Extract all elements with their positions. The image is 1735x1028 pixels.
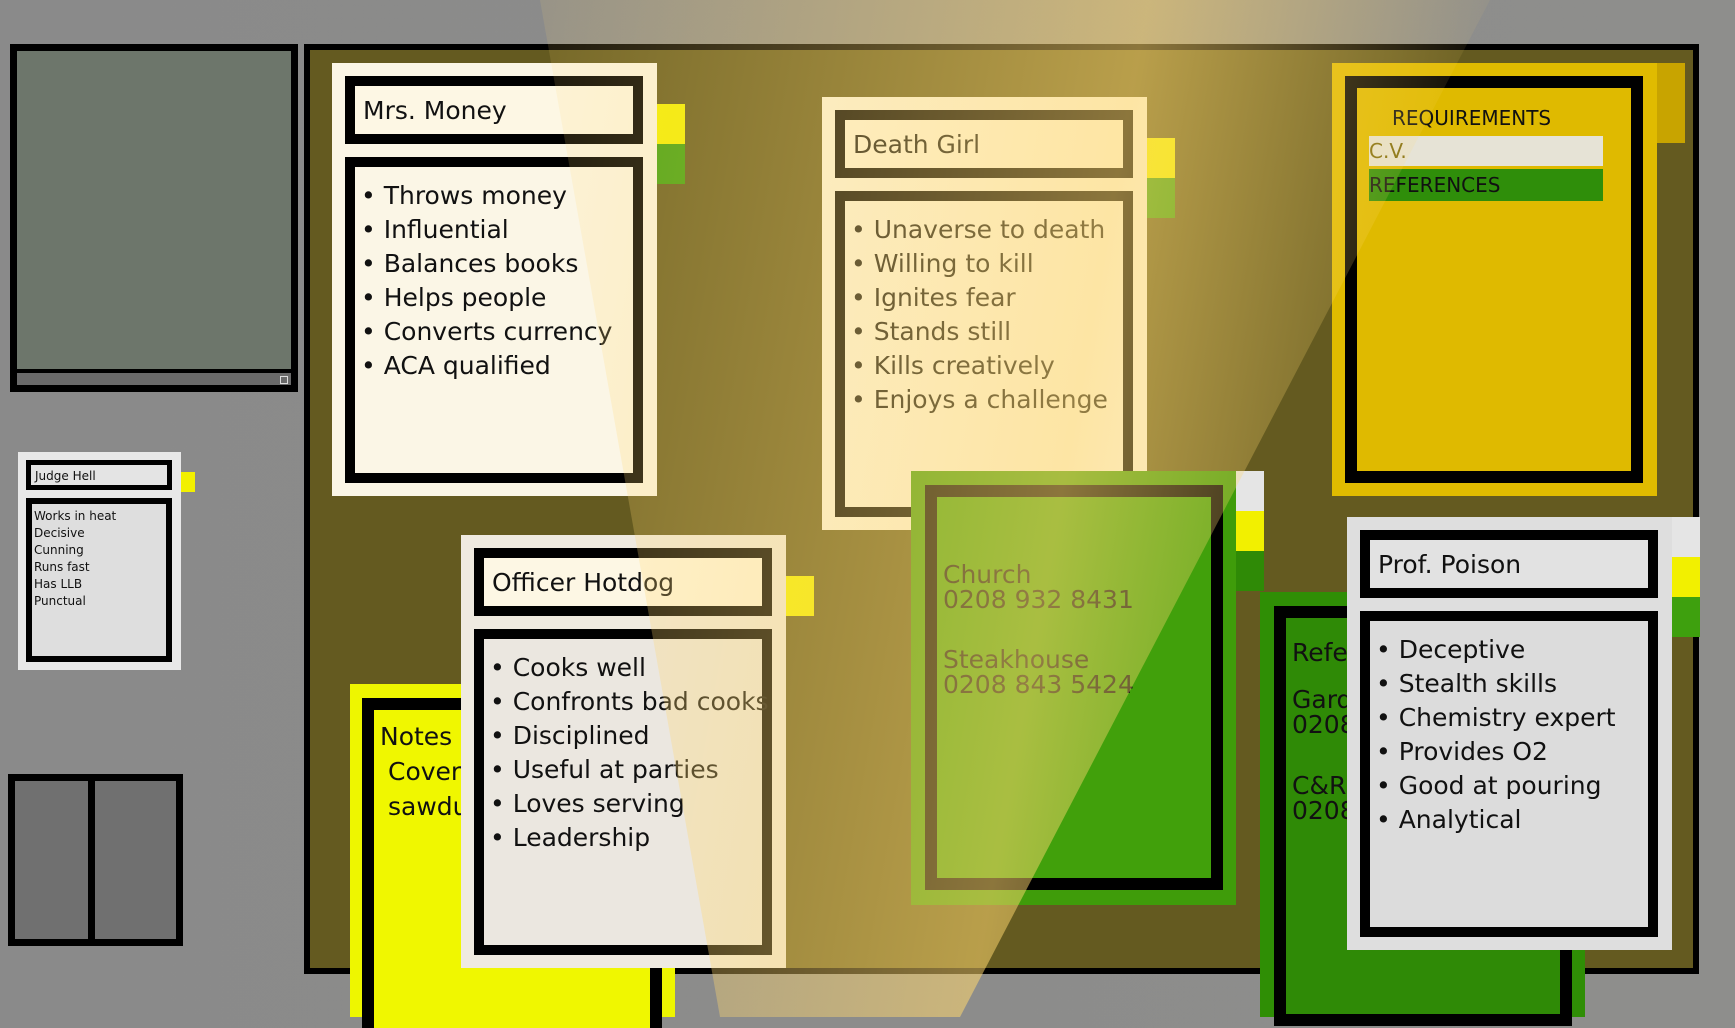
list-item: Deceptive xyxy=(1376,633,1648,667)
list-item: Works in heat xyxy=(34,509,117,523)
judge-hell-title-frame: Judge Hell xyxy=(26,460,172,490)
contacts-tab-yellow[interactable] xyxy=(1236,511,1264,551)
list-item: Helps people xyxy=(361,281,633,315)
notes-line-1: Notes xyxy=(380,722,453,751)
notes-line-3: sawdu xyxy=(388,792,469,821)
officer-hotdog-title-frame: Officer Hotdog xyxy=(474,548,772,616)
officer-hotdog-list: Cooks well Confronts bad cooks Disciplin… xyxy=(484,639,769,855)
mrs-money-body-frame: Throws money Influential Balances books … xyxy=(345,157,643,483)
requirements-card[interactable]: REQUIREMENTS C.V. REFERENCES xyxy=(1332,63,1657,496)
list-item: Leadership xyxy=(490,821,762,855)
list-item: Converts currency xyxy=(361,315,633,349)
judge-hell-list: Works in heat Decisive Cunning Runs fast… xyxy=(32,504,166,610)
list-item: Stands still xyxy=(851,315,1123,349)
mrs-money-tab-green[interactable] xyxy=(657,144,685,184)
list-item: ACA qualified xyxy=(361,349,633,383)
judge-hell-body-frame: Works in heat Decisive Cunning Runs fast… xyxy=(26,498,172,662)
side-window-button[interactable] xyxy=(280,376,288,384)
officer-hotdog-title: Officer Hotdog xyxy=(492,567,675,597)
list-item: Useful at parties xyxy=(490,753,762,787)
contacts-tab-white[interactable] xyxy=(1236,471,1264,511)
side-window-bar xyxy=(17,369,291,385)
side-window xyxy=(10,44,298,392)
prof-poison-tab-yellow[interactable] xyxy=(1672,557,1700,597)
death-girl-title-frame: Death Girl xyxy=(835,110,1133,178)
requirements-option-references[interactable]: REFERENCES xyxy=(1369,169,1603,201)
list-item: Unaverse to death xyxy=(851,213,1123,247)
requirements-tab[interactable] xyxy=(1657,63,1685,143)
death-girl-tab-green[interactable] xyxy=(1147,178,1175,218)
requirements-frame: REQUIREMENTS C.V. REFERENCES xyxy=(1345,76,1643,483)
contacts-frame: Church 0208 932 8431 Steakhouse 0208 843… xyxy=(925,485,1223,890)
officer-hotdog-body-frame: Cooks well Confronts bad cooks Disciplin… xyxy=(474,629,772,955)
judge-hell-tab[interactable] xyxy=(181,472,195,492)
prof-poison-body-frame: Deceptive Stealth skills Chemistry exper… xyxy=(1360,611,1658,937)
list-item: Has LLB xyxy=(34,577,83,591)
death-girl-card[interactable]: Death Girl Unaverse to death Willing to … xyxy=(822,97,1147,530)
list-item: Enjoys a challenge xyxy=(851,383,1123,417)
judge-hell-title: Judge Hell xyxy=(35,469,96,483)
contacts-line-3: Steakhouse xyxy=(943,645,1090,674)
requirements-title: REQUIREMENTS xyxy=(1392,106,1552,130)
contacts-line-2: 0208 932 8431 xyxy=(943,585,1134,614)
mrs-money-title: Mrs. Money xyxy=(363,95,507,125)
list-item: Ignites fear xyxy=(851,281,1123,315)
death-girl-title: Death Girl xyxy=(853,129,981,159)
list-item: Analytical xyxy=(1376,803,1648,837)
death-girl-list: Unaverse to death Willing to kill Ignite… xyxy=(845,201,1123,417)
notes-line-2: Cover xyxy=(388,757,462,786)
list-item: Runs fast xyxy=(34,560,90,574)
list-item: Cooks well xyxy=(490,651,762,685)
contacts-line-1: Church xyxy=(943,560,1032,589)
list-item: Balances books xyxy=(361,247,633,281)
list-item: Provides O2 xyxy=(1376,735,1648,769)
officer-hotdog-tab-yellow[interactable] xyxy=(786,576,814,616)
list-item: Good at pouring xyxy=(1376,769,1648,803)
list-item: Stealth skills xyxy=(1376,667,1648,701)
prof-poison-title: Prof. Poison xyxy=(1378,549,1522,579)
list-item: Loves serving xyxy=(490,787,762,821)
judge-hell-card[interactable]: Judge Hell Works in heat Decisive Cunnin… xyxy=(18,452,181,670)
cabinet xyxy=(8,774,183,946)
list-item: Willing to kill xyxy=(851,247,1123,281)
prof-poison-tab-green[interactable] xyxy=(1672,597,1700,637)
prof-poison-card[interactable]: Prof. Poison Deceptive Stealth skills Ch… xyxy=(1347,517,1672,950)
list-item: Confronts bad cooks xyxy=(490,685,769,719)
list-item: Decisive xyxy=(34,526,85,540)
mrs-money-tab-yellow[interactable] xyxy=(657,104,685,144)
prof-poison-list: Deceptive Stealth skills Chemistry exper… xyxy=(1370,621,1648,837)
list-item: Cunning xyxy=(34,543,84,557)
mrs-money-list: Throws money Influential Balances books … xyxy=(355,167,633,383)
list-item: Influential xyxy=(361,213,633,247)
list-item: Kills creatively xyxy=(851,349,1123,383)
cabinet-divider xyxy=(88,774,95,946)
prof-poison-title-frame: Prof. Poison xyxy=(1360,530,1658,598)
requirements-option-cv[interactable]: C.V. xyxy=(1369,136,1603,166)
contacts-line-4: 0208 843 5424 xyxy=(943,670,1134,699)
list-item: Throws money xyxy=(361,179,633,213)
officer-hotdog-card[interactable]: Officer Hotdog Cooks well Confronts bad … xyxy=(461,535,786,968)
death-girl-tab-yellow[interactable] xyxy=(1147,138,1175,178)
mrs-money-title-frame: Mrs. Money xyxy=(345,76,643,144)
mrs-money-card[interactable]: Mrs. Money Throws money Influential Bala… xyxy=(332,63,657,496)
list-item: Disciplined xyxy=(490,719,762,753)
death-girl-body-frame: Unaverse to death Willing to kill Ignite… xyxy=(835,191,1133,517)
list-item: Punctual xyxy=(34,594,86,608)
prof-poison-tab-white[interactable] xyxy=(1672,517,1700,557)
contacts-tab-green[interactable] xyxy=(1236,551,1264,591)
contacts-card[interactable]: Church 0208 932 8431 Steakhouse 0208 843… xyxy=(911,471,1236,905)
list-item: Chemistry expert xyxy=(1376,701,1648,735)
